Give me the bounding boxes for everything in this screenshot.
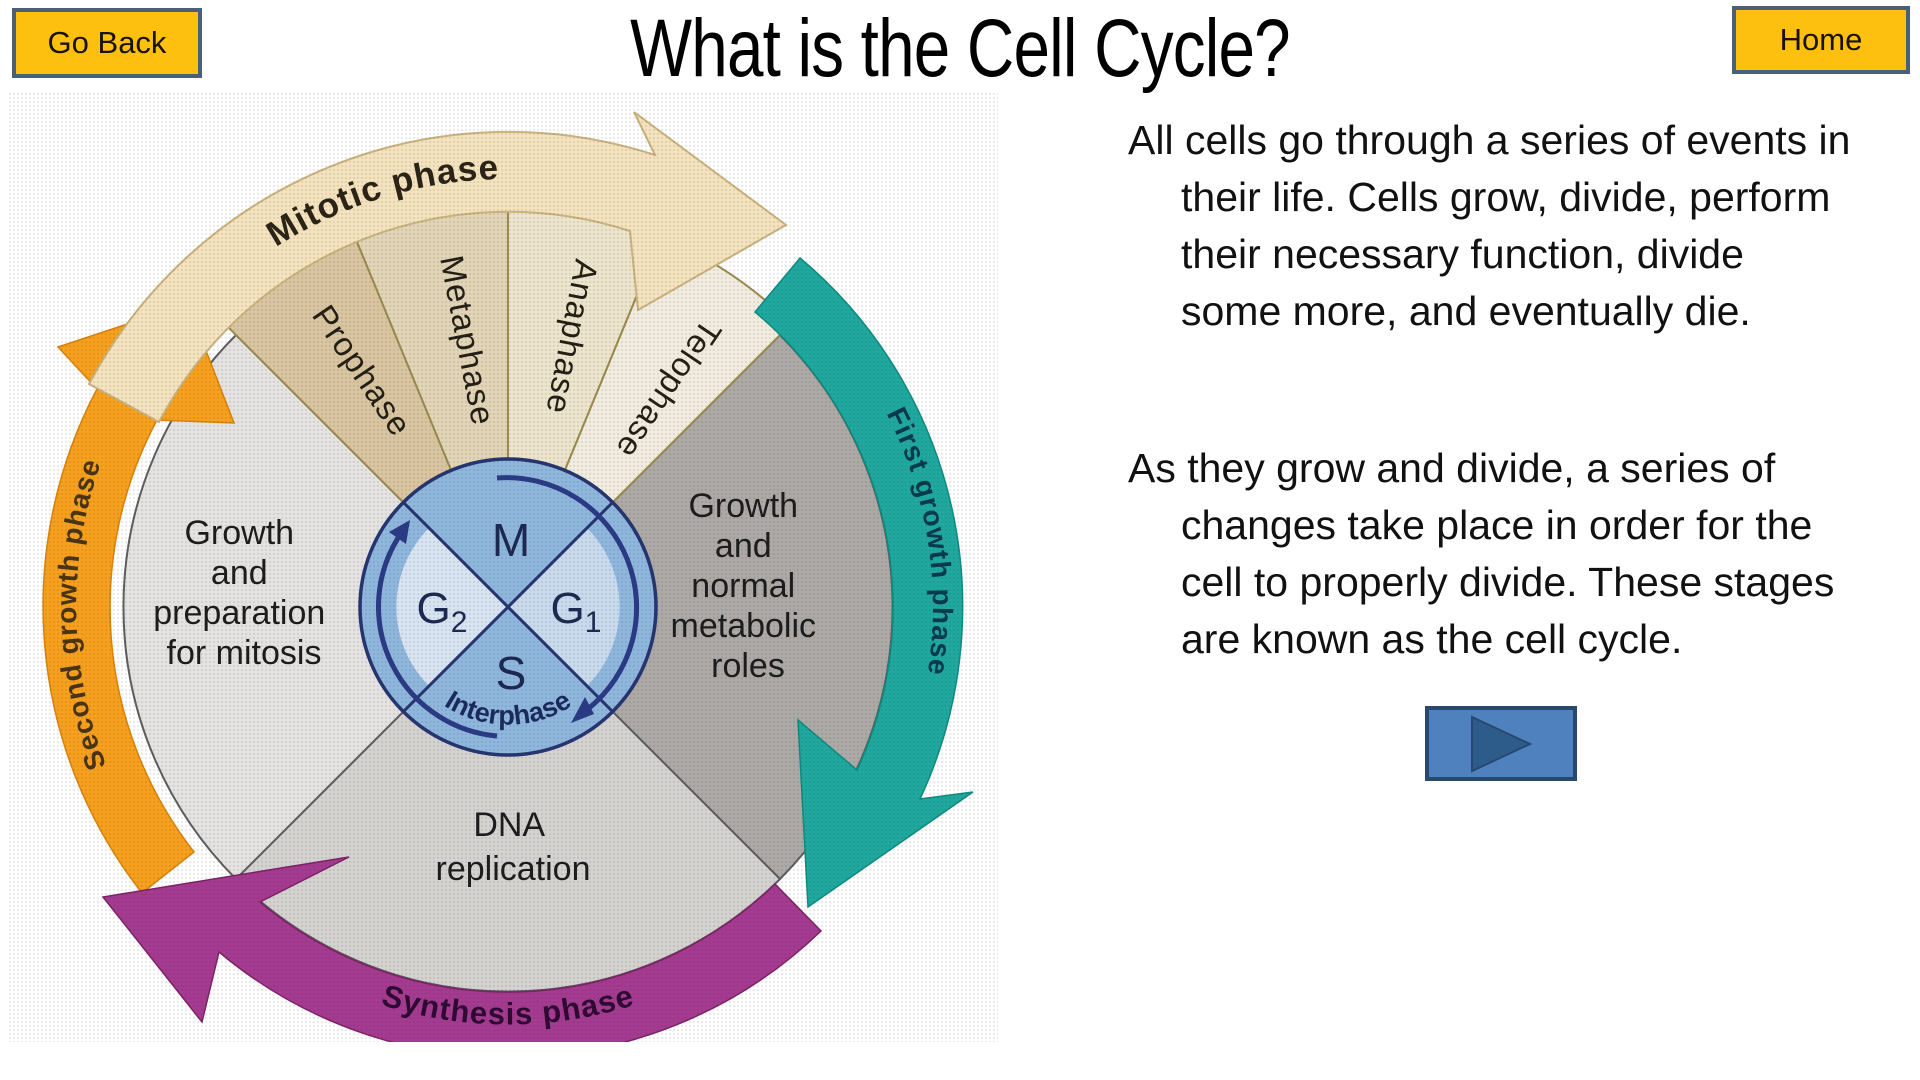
phase-letter-s: S xyxy=(496,647,527,699)
cell-cycle-diagram: M G2 G1 S Interphase Prophase Metaphase … xyxy=(8,92,998,1042)
growth-preparation-label: Growth and preparation for mitosis xyxy=(153,514,334,672)
paragraph-line: As they grow and divide, a series of xyxy=(1128,445,1776,491)
paragraph-line: their necessary function, divide xyxy=(1181,231,1744,277)
page-title: What is the Cell Cycle? xyxy=(630,3,1291,94)
next-slide-button[interactable] xyxy=(1425,706,1577,781)
phase-letter-g1: G1 xyxy=(551,584,602,639)
paragraph-1: All cells go through a series of events … xyxy=(1128,112,1920,340)
paragraph-line: are known as the cell cycle. xyxy=(1181,616,1683,662)
g1-sector xyxy=(508,528,620,686)
cell-cycle-diagram-svg: M G2 G1 S Interphase Prophase Metaphase … xyxy=(42,111,974,1042)
paragraph-line: changes take place in order for the xyxy=(1181,502,1813,548)
first-growth-arrow xyxy=(753,256,974,909)
ring-arrowhead-down-icon xyxy=(571,697,594,723)
synthesis-arrow xyxy=(101,856,823,1042)
inner-cycle-disk xyxy=(358,457,658,757)
play-icon xyxy=(1471,714,1533,773)
body-text-column: All cells go through a series of events … xyxy=(1128,112,1920,668)
paragraph-line: All cells go through a series of events … xyxy=(1128,117,1851,163)
cycle-ring-arrow-left xyxy=(376,536,498,739)
cycle-ring-arrow-right xyxy=(496,475,640,711)
second-growth-arrow xyxy=(42,303,236,895)
mitotic-phase-arrow xyxy=(87,111,788,424)
dna-replication-label: DNA replication xyxy=(436,806,591,888)
ring-arrowhead-up-icon xyxy=(389,520,410,544)
interphase-quadrants xyxy=(122,333,894,993)
g2-sector xyxy=(396,528,508,686)
phase-letter-m: M xyxy=(492,514,530,566)
home-button[interactable]: Home xyxy=(1732,6,1910,74)
paragraph-line: some more, and eventually die. xyxy=(1181,288,1751,334)
paragraph-2: As they grow and divide, a series of cha… xyxy=(1128,440,1920,668)
paragraph-line: cell to properly divide. These stages xyxy=(1181,559,1835,605)
growth-metabolic-label: Growth and normal metabolic roles xyxy=(671,487,826,685)
phase-letter-g2: G2 xyxy=(417,584,468,639)
quadrant-cross-lines xyxy=(401,500,615,714)
go-back-button[interactable]: Go Back xyxy=(12,8,202,78)
paragraph-line: their life. Cells grow, divide, perform xyxy=(1181,174,1831,220)
